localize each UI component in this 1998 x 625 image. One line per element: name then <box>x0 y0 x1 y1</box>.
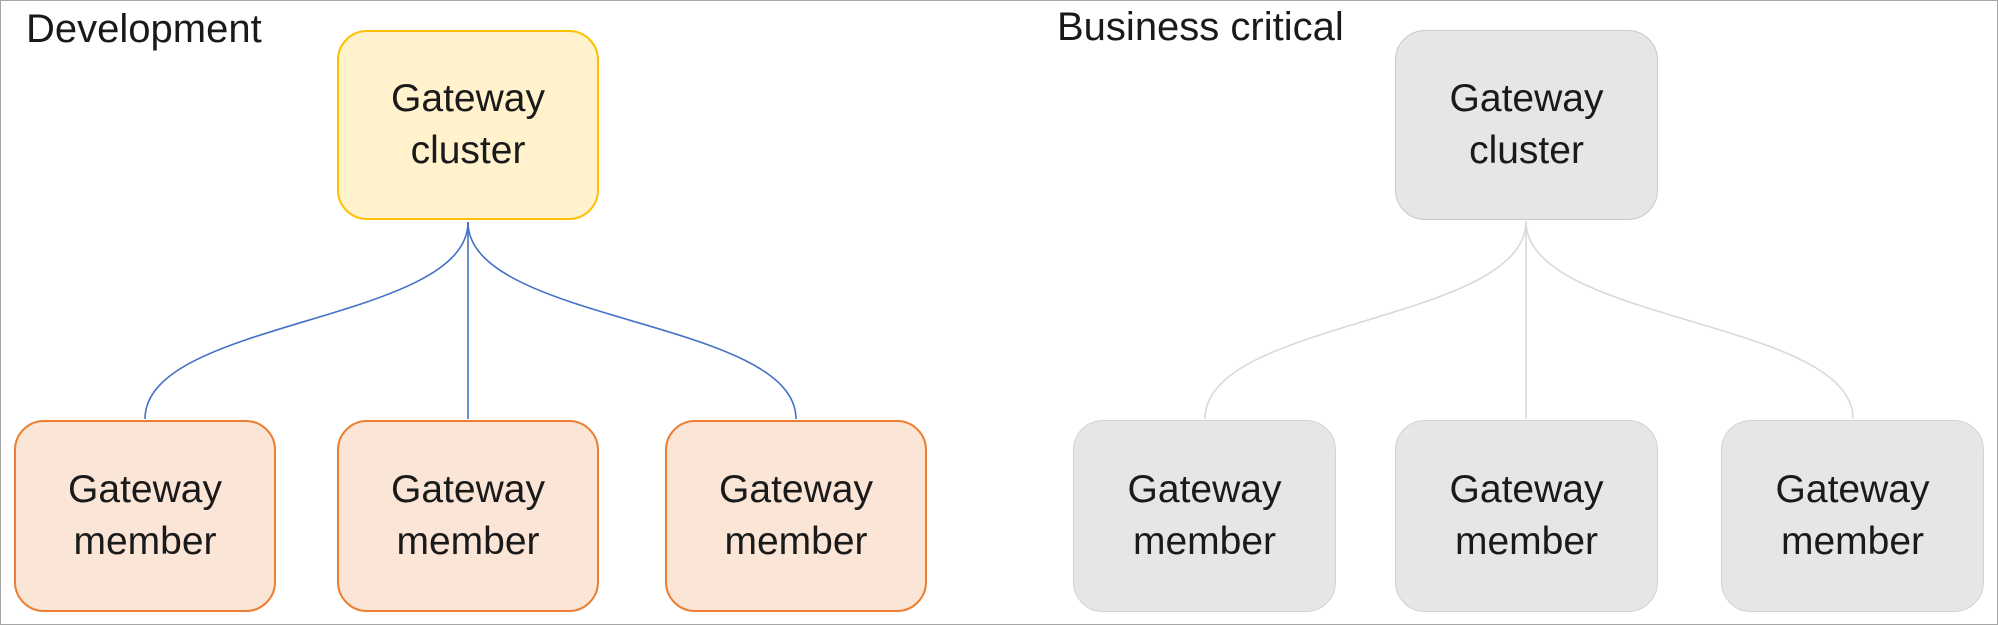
gateway-member-node: Gateway member <box>14 420 276 612</box>
gateway-member-label: Gateway member <box>1127 468 1282 563</box>
gateway-cluster-label: Gateway cluster <box>1449 77 1604 172</box>
gateway-member-label: Gateway member <box>68 468 222 563</box>
connector-dev-right <box>467 221 797 420</box>
gateway-member-label: Gateway member <box>1775 468 1930 563</box>
gateway-member-node: Gateway member <box>337 420 599 612</box>
gateway-member-node: Gateway member <box>665 420 927 612</box>
gateway-member-node: Gateway member <box>1721 420 1984 612</box>
group-label-development: Development <box>26 7 262 51</box>
gateway-member-label: Gateway member <box>719 468 873 563</box>
gateway-member-label: Gateway member <box>1449 468 1604 563</box>
gateway-member-node: Gateway member <box>1395 420 1658 612</box>
gateway-cluster-node: Gateway cluster <box>337 30 599 220</box>
connector-dev-left <box>144 221 469 420</box>
connector-bc-right <box>1525 220 1854 420</box>
group-label-business-critical: Business critical <box>1057 5 1344 49</box>
gateway-member-node: Gateway member <box>1073 420 1336 612</box>
gateway-cluster-node: Gateway cluster <box>1395 30 1658 220</box>
gateway-member-label: Gateway member <box>391 468 545 563</box>
gateway-cluster-label: Gateway cluster <box>391 77 545 172</box>
connector-bc-left <box>1204 220 1527 420</box>
